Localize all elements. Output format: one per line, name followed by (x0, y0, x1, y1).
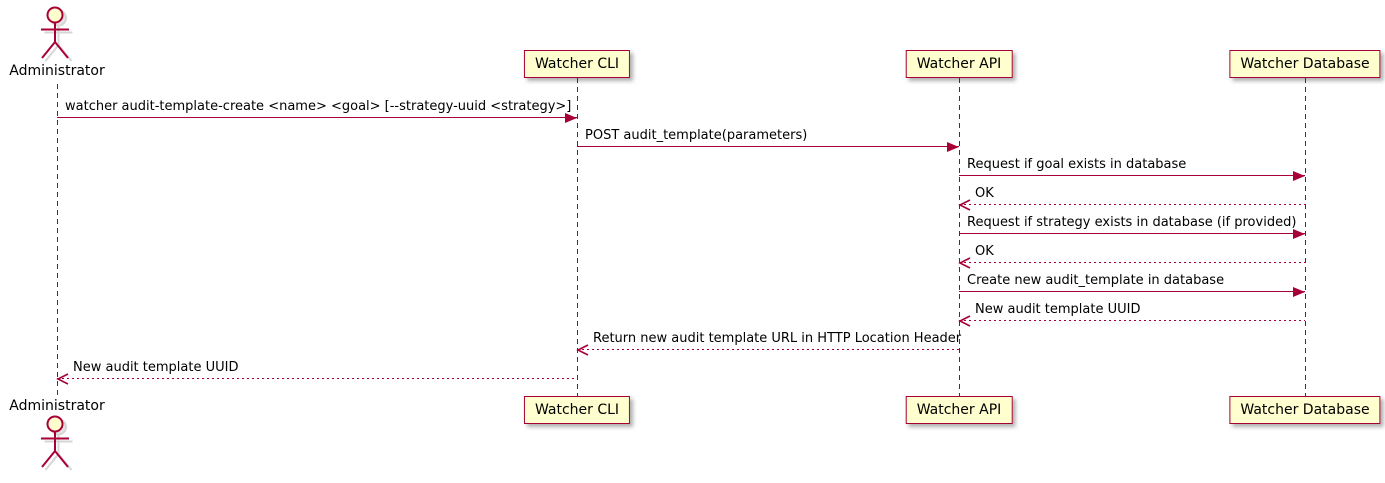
arrowhead-icon (1293, 228, 1305, 239)
message-label-4: OK (975, 186, 994, 201)
message-line-10 (57, 378, 577, 380)
actor-stick-figure-icon (41, 415, 73, 471)
participant-db-bottom: Watcher Database (1229, 396, 1381, 424)
lifeline-api (959, 78, 960, 396)
lifeline-administrator (57, 84, 58, 396)
message-label-10: New audit template UUID (73, 360, 239, 375)
participant-cli-top: Watcher CLI (523, 50, 631, 78)
actor-label: Administrator (9, 398, 105, 414)
message-line-7 (959, 291, 1305, 293)
message-line-3 (959, 175, 1305, 177)
arrowhead-icon (958, 198, 971, 211)
message-label-1: watcher audit-template-create <name> <go… (65, 99, 572, 114)
arrowhead-icon (565, 112, 577, 123)
actor-administrator-bottom: Administrator (0, 398, 117, 472)
arrowhead-icon (576, 343, 589, 356)
participant-db-top: Watcher Database (1229, 50, 1381, 78)
message-label-9: Return new audit template URL in HTTP Lo… (593, 331, 962, 346)
message-label-7: Create new audit_template in database (967, 273, 1225, 288)
lifeline-db (1305, 78, 1306, 396)
arrowhead-icon (958, 314, 971, 327)
arrowhead-icon (958, 256, 971, 269)
message-line-8 (959, 320, 1305, 322)
message-label-5: Request if strategy exists in database (… (967, 215, 1297, 230)
message-label-3: Request if goal exists in database (967, 157, 1187, 172)
participant-api-top: Watcher API (905, 50, 1013, 78)
message-label-8: New audit template UUID (975, 302, 1141, 317)
message-line-4 (959, 204, 1305, 206)
message-line-1 (57, 117, 577, 119)
arrowhead-icon (1293, 170, 1305, 181)
message-label-2: POST audit_template(parameters) (585, 128, 808, 143)
arrowhead-icon (947, 141, 959, 152)
actor-label: Administrator (9, 63, 105, 79)
participant-cli-bottom: Watcher CLI (523, 396, 631, 424)
participant-api-bottom: Watcher API (905, 396, 1013, 424)
actor-administrator-top: Administrator (0, 5, 117, 79)
message-line-5 (959, 233, 1305, 235)
arrowhead-icon (1293, 286, 1305, 297)
arrowhead-icon (56, 372, 69, 385)
message-label-6: OK (975, 244, 994, 259)
message-line-9 (577, 349, 959, 351)
actor-stick-figure-icon (41, 6, 73, 62)
message-line-6 (959, 262, 1305, 264)
message-line-2 (577, 146, 959, 148)
lifeline-cli (577, 78, 578, 396)
